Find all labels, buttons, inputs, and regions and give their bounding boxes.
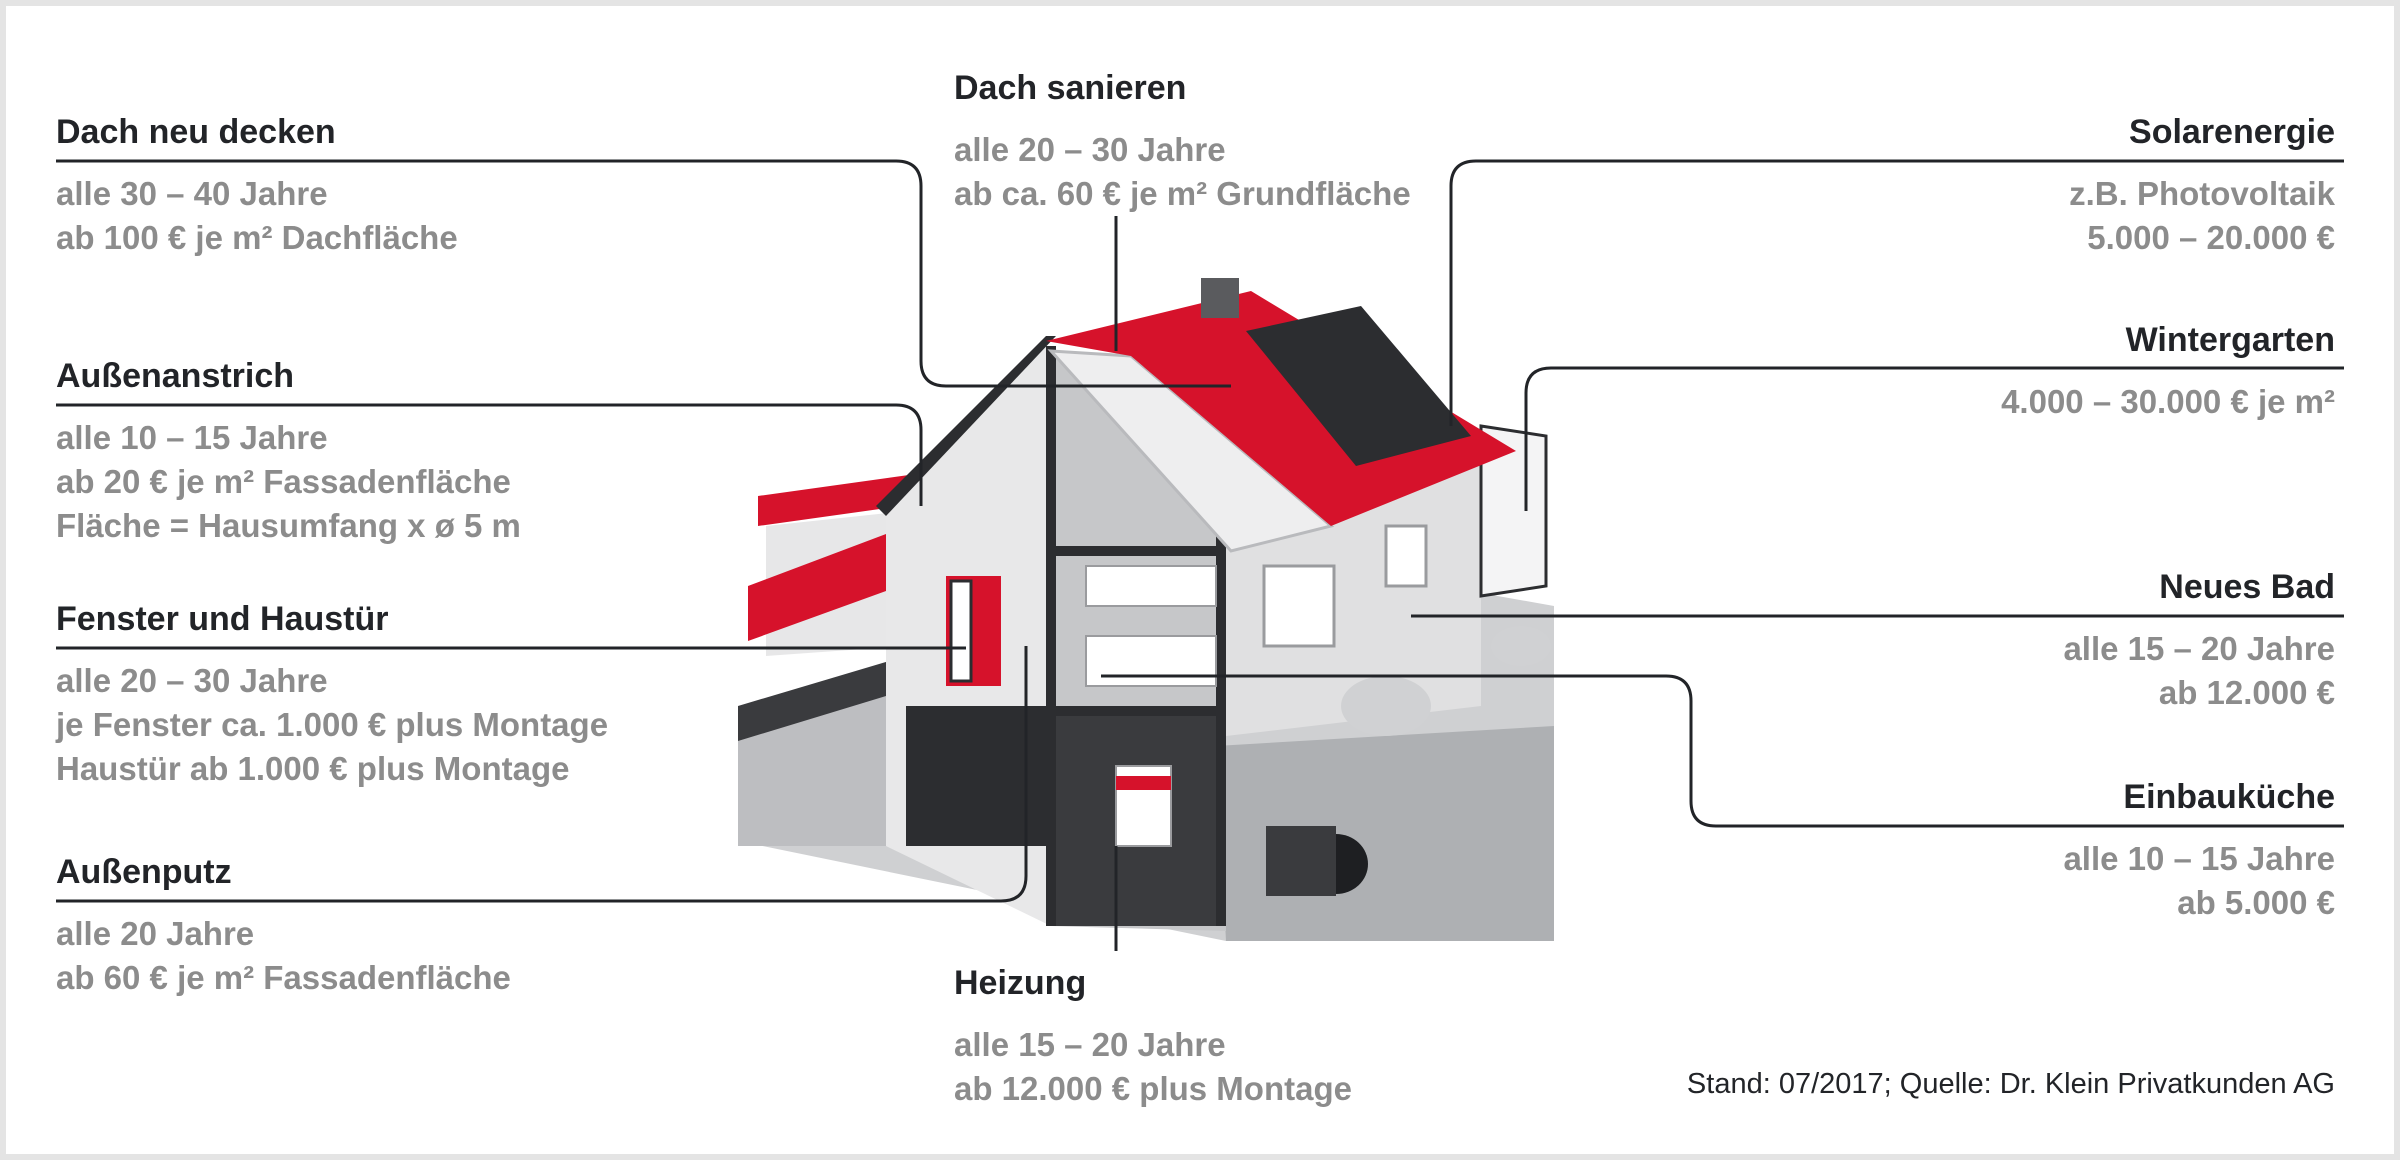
callout-solar: Solarenergie z.B. Photovoltaik 5.000 – 2… bbox=[2069, 112, 2335, 260]
pipe-body bbox=[1266, 826, 1336, 896]
callout-line: alle 20 – 30 Jahre bbox=[56, 662, 328, 699]
callout-line: alle 10 – 15 Jahre bbox=[56, 419, 328, 456]
callout-title: Wintergarten bbox=[2125, 321, 2335, 359]
callout-line: alle 15 – 20 Jahre bbox=[954, 1026, 1226, 1063]
callout-title: Neues Bad bbox=[2159, 568, 2335, 606]
leader-lines bbox=[56, 159, 2344, 951]
bush bbox=[1341, 676, 1431, 736]
callout-aussenputz: Außenputz alle 20 Jahre ab 60 € je m² Fa… bbox=[56, 852, 511, 1000]
callout-heizung: Heizung alle 15 – 20 Jahre ab 12.000 € p… bbox=[954, 963, 1352, 1111]
callout-title: Einbauküche bbox=[2123, 778, 2335, 816]
front-door-frame bbox=[949, 579, 973, 683]
garage-door bbox=[748, 534, 886, 641]
callout-bad: Neues Bad alle 15 – 20 Jahre ab 12.000 € bbox=[2063, 567, 2335, 715]
line-aussenanstrich bbox=[56, 403, 923, 506]
window-right bbox=[1384, 524, 1428, 588]
line-dach-neu bbox=[56, 159, 1231, 388]
callout-dach-sanieren: Dach sanieren alle 20 – 30 Jahre ab ca. … bbox=[954, 68, 1411, 216]
house-cutaway-illustration bbox=[738, 278, 1554, 941]
callout-title: Fenster und Haustür bbox=[56, 600, 389, 638]
callout-line: alle 30 – 40 Jahre bbox=[56, 175, 328, 212]
solar-panels bbox=[1246, 306, 1471, 466]
callout-wintergarten: Wintergarten 4.000 – 30.000 € je m² bbox=[2001, 320, 2335, 424]
callout-line: alle 20 – 30 Jahre bbox=[954, 131, 1226, 168]
line-solar bbox=[1449, 159, 2344, 426]
callout-line: ab 12.000 € plus Montage bbox=[954, 1070, 1352, 1107]
callout-line: ab 5.000 € bbox=[2177, 884, 2335, 921]
roof-main bbox=[1046, 291, 1516, 526]
callout-line: 5.000 – 20.000 € bbox=[2087, 219, 2335, 256]
callout-title: Dach neu decken bbox=[56, 113, 336, 151]
callout-line: Fläche = Hausumfang x ø 5 m bbox=[56, 507, 521, 544]
callout-line: ab 12.000 € bbox=[2158, 674, 2335, 711]
callout-line: 4.000 – 30.000 € je m² bbox=[2001, 383, 2335, 420]
kitchen-cabinets bbox=[1085, 565, 1217, 607]
bush-2 bbox=[1491, 626, 1551, 666]
house-wall-divider bbox=[1046, 346, 1056, 926]
callout-title: Außenputz bbox=[56, 853, 232, 891]
callout-fenster: Fenster und Haustür alle 20 – 30 Jahre j… bbox=[56, 599, 608, 791]
chimney bbox=[1201, 278, 1239, 318]
wintergarten bbox=[1479, 424, 1548, 598]
callout-dach-neu: Dach neu decken alle 30 – 40 Jahre ab 10… bbox=[56, 112, 458, 260]
callout-title: Außenanstrich bbox=[56, 357, 295, 395]
callout-line: alle 15 – 20 Jahre bbox=[2063, 630, 2335, 667]
callout-line: ab ca. 60 € je m² Grundfläche bbox=[954, 175, 1411, 212]
callout-title: Heizung bbox=[954, 964, 1087, 1002]
line-wintergarten bbox=[1524, 366, 2344, 511]
callout-aussenanstrich: Außenanstrich alle 10 – 15 Jahre ab 20 €… bbox=[56, 356, 521, 548]
callout-line: je Fenster ca. 1.000 € plus Montage bbox=[56, 706, 609, 743]
window-bath bbox=[1262, 564, 1336, 648]
middle-floor-slab bbox=[1051, 706, 1226, 716]
heating-panel bbox=[1116, 776, 1171, 790]
callout-line: z.B. Photovoltaik bbox=[2069, 175, 2335, 212]
callout-line: ab 60 € je m² Fassadenfläche bbox=[56, 959, 511, 996]
callout-title: Solarenergie bbox=[2129, 113, 2335, 151]
kitchen-counter bbox=[1085, 635, 1217, 687]
callout-line: ab 100 € je m² Dachfläche bbox=[56, 219, 458, 256]
callout-kueche: Einbauküche alle 10 – 15 Jahre ab 5.000 … bbox=[2063, 777, 2335, 925]
line-kueche bbox=[1101, 674, 2344, 828]
source-note: Stand: 07/2017; Quelle: Dr. Klein Privat… bbox=[1686, 1068, 2335, 1100]
callout-line: alle 10 – 15 Jahre bbox=[2063, 840, 2335, 877]
house-wall-divider-2 bbox=[1216, 476, 1226, 926]
callout-title: Dach sanieren bbox=[954, 69, 1187, 107]
line-aussenputz bbox=[56, 646, 1028, 903]
callout-line: Haustür ab 1.000 € plus Montage bbox=[56, 750, 570, 787]
callout-line: alle 20 Jahre bbox=[56, 915, 255, 952]
callout-line: ab 20 € je m² Fassadenfläche bbox=[56, 463, 511, 500]
infographic-frame: Dach neu decken alle 30 – 40 Jahre ab 10… bbox=[6, 6, 2394, 1154]
